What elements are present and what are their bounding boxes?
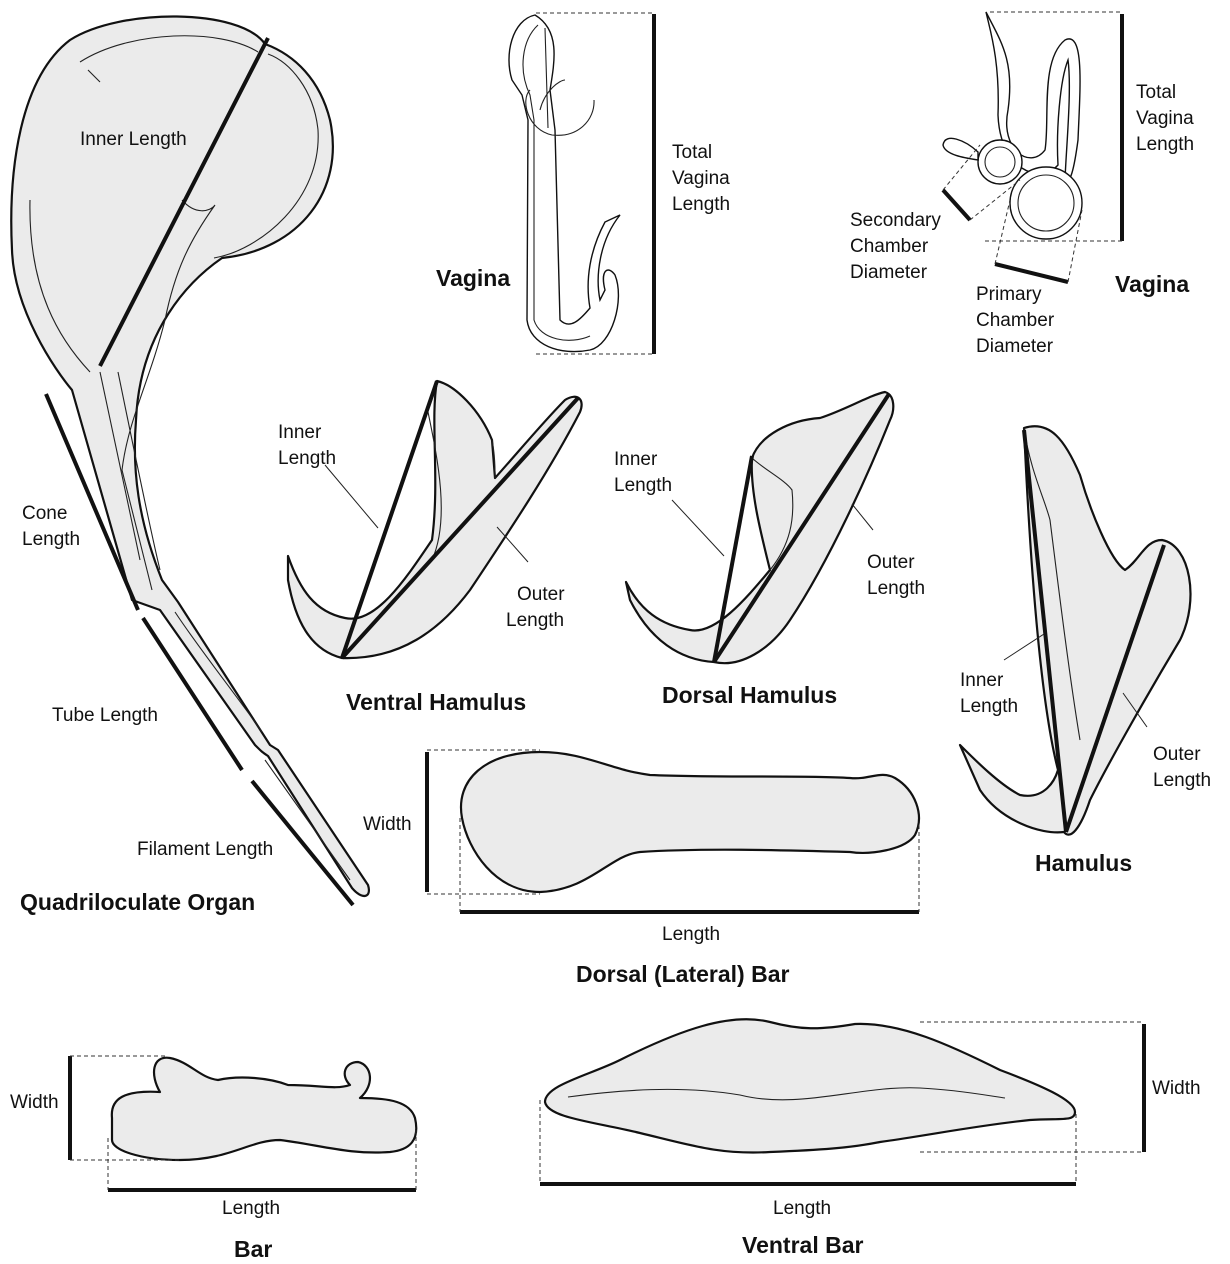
dorsal-bar-title: Dorsal (Lateral) Bar bbox=[576, 961, 790, 987]
quadriloculate-cone-length-label: Cone Length bbox=[22, 503, 80, 550]
quadriloculate-tube-length-label: Tube Length bbox=[52, 705, 158, 726]
ventral-hamulus-inner-label: Inner Length bbox=[278, 422, 336, 469]
primary-chamber-line-3: Diameter bbox=[976, 336, 1054, 357]
primary-chamber-line-2: Chamber bbox=[976, 310, 1055, 331]
ventral-bar-figure: Width Length Ventral Bar bbox=[540, 1019, 1201, 1258]
ventral-hamulus-outer-leader bbox=[497, 527, 528, 562]
dorsal-bar-width-label: Width bbox=[363, 814, 412, 835]
secondary-chamber-line-2: Chamber bbox=[850, 236, 929, 257]
bar-shape bbox=[112, 1058, 416, 1160]
dorsal-bar-shape bbox=[461, 752, 919, 892]
dorsal-hamulus-inner-leader bbox=[672, 500, 724, 556]
bar-width-label: Width bbox=[10, 1092, 59, 1113]
vagina-left-shape bbox=[509, 15, 620, 352]
quadriloculate-filament-length-label: Filament Length bbox=[137, 839, 273, 860]
vagina-right-total-length-label: Total Vagina Length bbox=[1136, 82, 1199, 155]
ventral-hamulus-inner-leader bbox=[325, 465, 378, 528]
hamulus-inner-line-2: Length bbox=[960, 696, 1018, 717]
ventral-hamulus-outer-label: Outer Length bbox=[506, 584, 570, 631]
hamulus-inner-line-1: Inner bbox=[960, 670, 1004, 691]
vagina-right-figure: Total Vagina Length Secondary Chamber Di… bbox=[850, 12, 1199, 357]
dorsal-outer-line-2: Length bbox=[867, 578, 925, 599]
vagina-right-primary-dash-1 bbox=[995, 200, 1010, 264]
ventral-hamulus-title: Ventral Hamulus bbox=[346, 689, 526, 715]
bar-length-label: Length bbox=[222, 1198, 280, 1219]
dorsal-bar-figure: Width Length Dorsal (Lateral) Bar bbox=[363, 750, 919, 987]
bar-figure: Width Length Bar bbox=[10, 1056, 416, 1262]
vagina-right-primary-label: Primary Chamber Diameter bbox=[976, 284, 1059, 357]
secondary-chamber-line-1: Secondary bbox=[850, 210, 941, 231]
cone-length-line-2: Length bbox=[22, 529, 80, 550]
dorsal-inner-line-1: Inner bbox=[614, 449, 658, 470]
hamulus-inner-label: Inner Length bbox=[960, 670, 1018, 717]
hamulus-figure: Inner Length Outer Length Hamulus bbox=[960, 426, 1211, 876]
ventral-bar-width-label: Width bbox=[1152, 1078, 1201, 1099]
ventral-inner-line-2: Length bbox=[278, 448, 336, 469]
dorsal-hamulus-shape bbox=[626, 392, 893, 663]
vagina-right-primary-chamber bbox=[1010, 167, 1082, 239]
vagina-left-figure: Total Vagina Length Vagina bbox=[436, 13, 735, 354]
hamulus-title: Hamulus bbox=[1035, 850, 1132, 876]
vagina-right-secondary-label: Secondary Chamber Diameter bbox=[850, 210, 946, 283]
vagina-right-secondary-measure bbox=[943, 190, 970, 220]
ventral-bar-title: Ventral Bar bbox=[742, 1232, 863, 1258]
ventral-inner-line-1: Inner bbox=[278, 422, 322, 443]
dorsal-hamulus-title: Dorsal Hamulus bbox=[662, 682, 837, 708]
ventral-outer-line-2: Length bbox=[506, 610, 564, 631]
dorsal-hamulus-inner-label: Inner Length bbox=[614, 449, 672, 496]
quadriloculate-organ-title: Quadriloculate Organ bbox=[20, 889, 255, 915]
primary-chamber-line-1: Primary bbox=[976, 284, 1042, 305]
dorsal-hamulus-outer-leader bbox=[852, 504, 873, 530]
vagina-right-secondary-lobe bbox=[943, 138, 978, 160]
vagina-left-total-length-label: Total Vagina Length bbox=[672, 142, 735, 215]
ventral-outer-line-1: Outer bbox=[517, 584, 565, 605]
cone-length-line-1: Cone bbox=[22, 503, 67, 524]
bar-title: Bar bbox=[234, 1236, 272, 1262]
vagina-right-title: Vagina bbox=[1115, 271, 1189, 297]
hamulus-outer-line-2: Length bbox=[1153, 770, 1211, 791]
dorsal-outer-line-1: Outer bbox=[867, 552, 915, 573]
dorsal-inner-line-2: Length bbox=[614, 475, 672, 496]
vagina-left-total-line-1: Total bbox=[672, 142, 712, 163]
vagina-left-total-line-3: Length bbox=[672, 194, 730, 215]
vagina-right-total-line-3: Length bbox=[1136, 134, 1194, 155]
secondary-chamber-line-3: Diameter bbox=[850, 262, 928, 283]
vagina-left-title: Vagina bbox=[436, 265, 510, 291]
vagina-right-primary-measure bbox=[995, 264, 1068, 282]
hamulus-outer-line-1: Outer bbox=[1153, 744, 1201, 765]
ventral-hamulus-figure: Inner Length Outer Length Ventral Hamulu… bbox=[278, 381, 582, 715]
vagina-right-total-line-2: Vagina bbox=[1136, 108, 1194, 129]
ventral-bar-shape bbox=[545, 1019, 1075, 1152]
dorsal-hamulus-figure: Inner Length Outer Length Dorsal Hamulus bbox=[614, 392, 925, 708]
quadriloculate-inner-length-label: Inner Length bbox=[80, 129, 187, 150]
vagina-left-total-line-2: Vagina bbox=[672, 168, 730, 189]
dorsal-hamulus-outer-label: Outer Length bbox=[867, 552, 925, 599]
ventral-bar-length-label: Length bbox=[773, 1198, 831, 1219]
dorsal-bar-length-label: Length bbox=[662, 924, 720, 945]
hamulus-outer-label: Outer Length bbox=[1153, 744, 1211, 791]
vagina-right-total-line-1: Total bbox=[1136, 82, 1176, 103]
